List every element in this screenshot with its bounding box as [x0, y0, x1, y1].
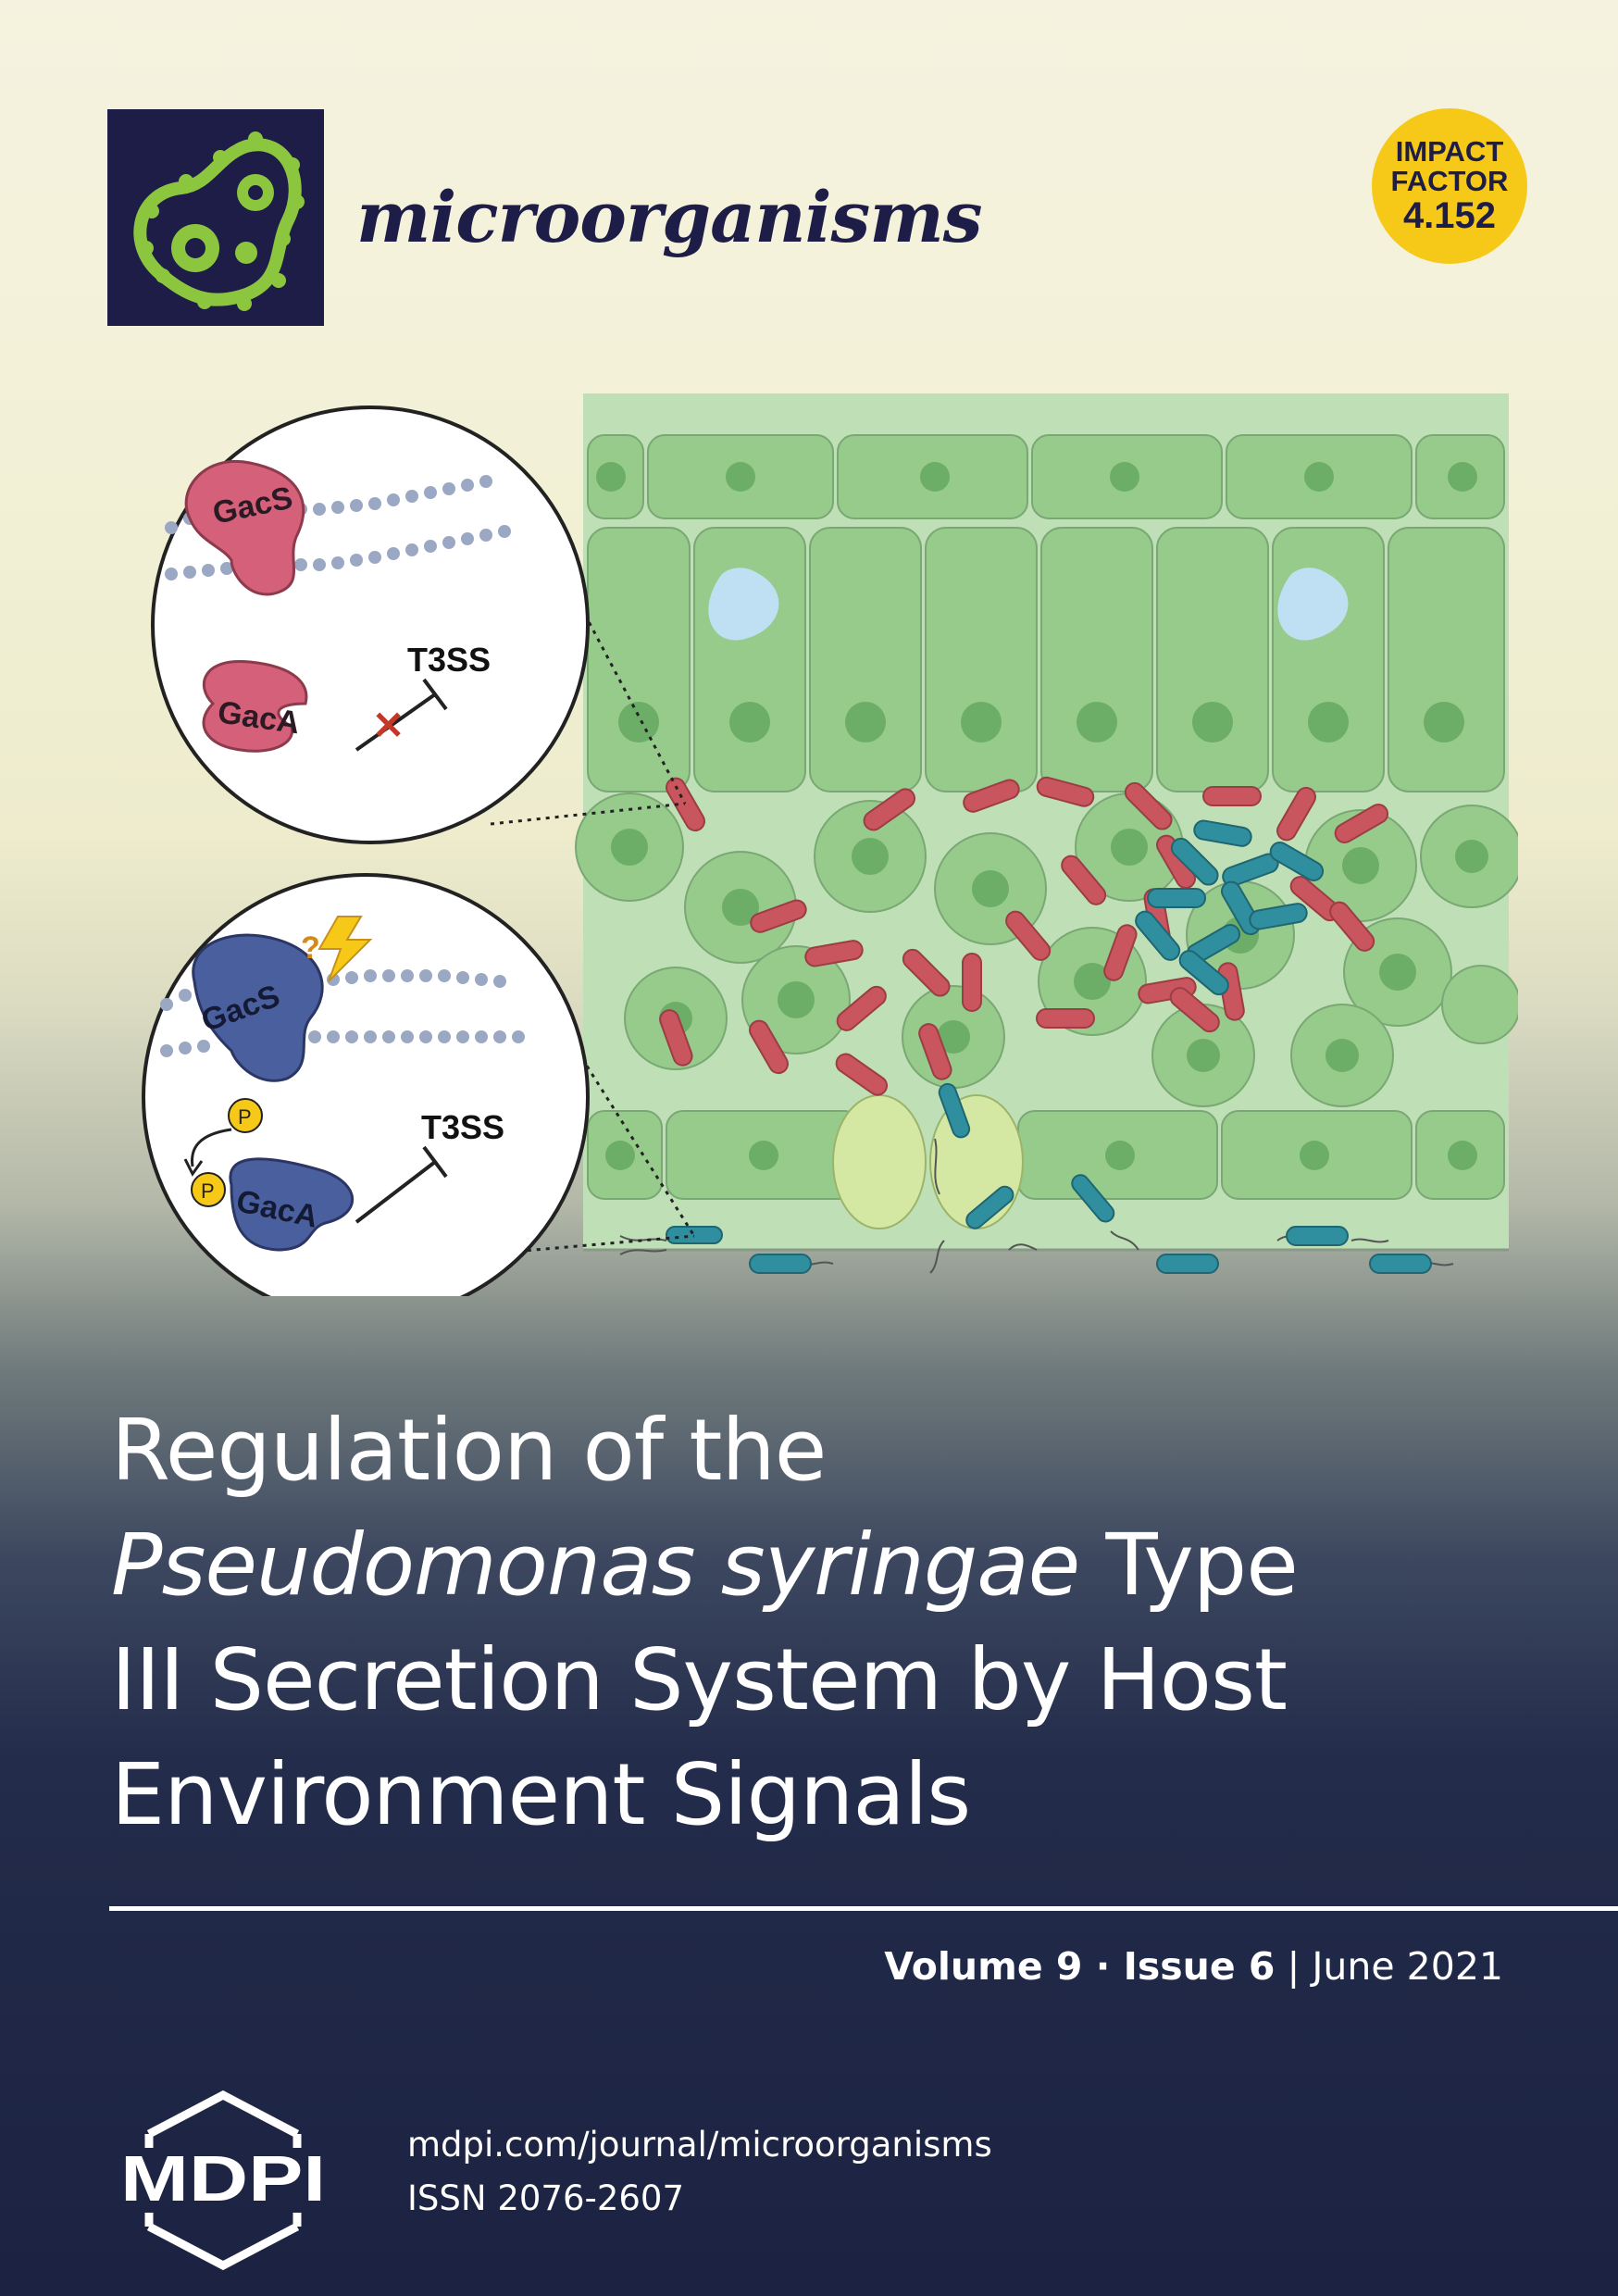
title-line-4: Environment Signals: [111, 1745, 971, 1844]
phosphate-icon: [228, 1098, 263, 1133]
title-line-2: Pseudomonas syringae Type: [111, 1508, 1518, 1623]
impact-factor-value: 4.152: [1402, 195, 1497, 237]
issue-info: Volume 9 · Issue 6 | June 2021: [884, 1944, 1503, 1989]
t3ss-label-bottom: T3SS: [421, 1108, 504, 1146]
journal-name: microorganisms: [356, 176, 983, 258]
phosphate-icon: [191, 1172, 226, 1207]
species-name: Pseudomonas syringae: [111, 1516, 1080, 1615]
cover-illustration: GacS GacA ✕ T3SS GacS: [130, 389, 1524, 1321]
microbe-icon: [133, 131, 305, 311]
publisher-wordmark: MDPI: [120, 2142, 326, 2215]
question-mark: ?: [301, 930, 320, 966]
signal-bolt-icon: [317, 916, 373, 982]
footer-info: mdpi.com/journal/microorganisms ISSN 207…: [407, 2118, 992, 2226]
surface-bacteria: [619, 1082, 1454, 1274]
phospho-label-2: P: [201, 1179, 215, 1203]
publisher-logo: MDPI: [107, 2088, 339, 2273]
t3ss-label-top: T3SS: [407, 641, 491, 679]
phospho-label-1: P: [238, 1105, 252, 1129]
factor-label: FACTOR: [1390, 164, 1509, 197]
issue-date: June 2021: [1312, 1944, 1503, 1989]
impact-factor-badge: IMPACT FACTOR 4.152: [1372, 108, 1527, 264]
mdpi-logo-icon: MDPI: [120, 2090, 326, 2271]
volume-label: Volume 9: [884, 1944, 1083, 1989]
journal-logo: [107, 109, 324, 326]
journal-url[interactable]: mdpi.com/journal/microorganisms: [407, 2125, 992, 2165]
issue-separator: ·: [1082, 1944, 1124, 1989]
zoom-circle-active: GacS ? P P GacA T3SS: [142, 873, 590, 1321]
date-separator: |: [1275, 1944, 1313, 1989]
issue-label: Issue 6: [1123, 1944, 1276, 1989]
issn: ISSN 2076-2607: [407, 2178, 684, 2218]
block-mark: ✕: [372, 704, 404, 747]
article-title: Regulation of the Pseudomonas syringae T…: [111, 1393, 1518, 1853]
title-line-2-rest: Type: [1079, 1516, 1298, 1615]
leaf-tissue: [575, 393, 1524, 1252]
bacteria-teal: [1135, 819, 1325, 996]
zoom-circle-inactive: GacS GacA ✕ T3SS: [151, 406, 590, 844]
impact-label: IMPACT: [1395, 134, 1504, 168]
title-line-3: III Secretion System by Host: [111, 1630, 1288, 1729]
title-line-1: Regulation of the: [111, 1401, 827, 1500]
divider: [109, 1906, 1618, 1911]
